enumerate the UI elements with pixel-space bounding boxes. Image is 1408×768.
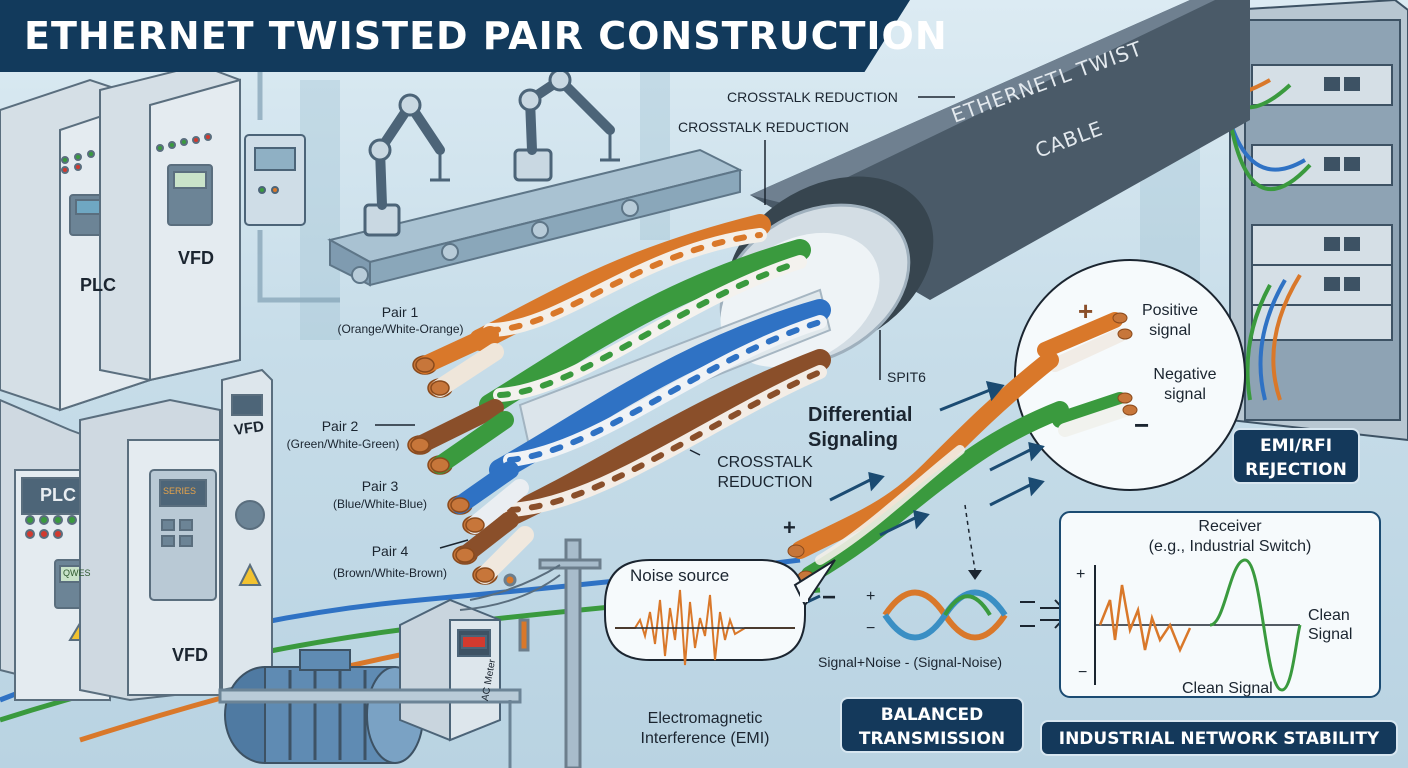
balanced-transmission-badge: BALANCED TRANSMISSION — [840, 697, 1024, 753]
crosstalk-label-center-line2: REDUCTION — [717, 474, 813, 491]
cancellation-waves — [882, 589, 1008, 641]
pair-2-name: Pair 2 — [321, 418, 359, 434]
pair-2-colors: (Green/White-Green) — [286, 437, 400, 451]
vfd-cabinet-side — [221, 368, 273, 692]
emi-label-line1: Electromagnetic — [647, 710, 763, 727]
pair-3-wires — [489, 299, 831, 481]
pair-1-wires — [469, 214, 771, 351]
pair-4-wires — [489, 349, 831, 531]
negative-signal-line2: signal — [1164, 386, 1206, 403]
industrial-network-stability-badge: INDUSTRIAL NETWORK STABILITY — [1040, 720, 1398, 756]
vfd-cabinet-bottom — [79, 398, 221, 702]
negative-signal-line1: Negative — [1153, 366, 1217, 383]
crosstalk-label-top: CROSSTALK REDUCTION — [727, 89, 898, 105]
pair-4-colors: (Brown/White-Brown) — [332, 566, 448, 580]
spit6-label: SPIT6 — [887, 369, 926, 385]
differential-signaling-line1: Differential — [808, 404, 913, 426]
utility-pole — [459, 538, 602, 768]
page-title: ETHERNET TWISTED PAIR CONSTRUCTION — [24, 14, 948, 58]
zoom-plus-sign: + — [1078, 296, 1094, 326]
receiver-minus-sign: − — [1078, 664, 1088, 681]
receiver-title-line2: (e.g., Industrial Switch) — [1148, 538, 1312, 555]
noise-waveform — [615, 589, 795, 666]
robot-arm-right — [513, 68, 620, 182]
ac-meter-box — [399, 598, 501, 742]
received-noisy-signal — [1098, 584, 1192, 654]
balanced-line1: BALANCED — [880, 705, 984, 725]
clean-signal-wave — [1209, 558, 1302, 692]
emi-label-line2: Interference (EMI) — [640, 730, 770, 747]
clean-signal-side-line1: Clean — [1308, 607, 1350, 624]
robot-arm-left — [363, 93, 450, 237]
balanced-line2: TRANSMISSION — [858, 729, 1006, 749]
emi-rfi-line2: REJECTION — [1245, 460, 1347, 480]
clean-signal-bottom: Clean Signal — [1182, 680, 1273, 697]
plc-top-label: PLC — [80, 275, 116, 295]
pair-minus-sign: − — [822, 584, 837, 611]
receiver-panel — [1059, 511, 1381, 698]
pair-3-name: Pair 3 — [361, 478, 399, 494]
vfd-top-label: VFD — [178, 248, 214, 268]
receiver-plus-sign: + — [1076, 566, 1086, 583]
emi-rfi-line1: EMI/RFI — [1259, 436, 1333, 456]
clean-signal-side-line2: Signal — [1308, 626, 1353, 643]
emi-rfi-rejection-badge: EMI/RFI REJECTION — [1232, 428, 1360, 484]
title-banner — [0, 0, 910, 72]
positive-signal-line2: signal — [1149, 322, 1191, 339]
crosstalk-label-center-line1: CROSSTALK — [717, 454, 813, 471]
wall-panel — [244, 134, 306, 226]
pair-3-colors: (Blue/White-Blue) — [332, 497, 428, 511]
vfd-cabinet-top — [99, 63, 241, 382]
plc-bottom-label: PLC — [40, 485, 76, 505]
wave-plus-sign: + — [866, 588, 876, 605]
positive-signal-line1: Positive — [1141, 302, 1199, 319]
pair-4-name: Pair 4 — [371, 543, 409, 559]
differential-pair — [791, 351, 1069, 584]
pair-1-colors: (Orange/White-Orange) — [337, 322, 464, 336]
noise-source-label: Noise source — [630, 566, 730, 585]
pair-1-name: Pair 1 — [381, 304, 419, 320]
noise-bubble — [604, 559, 806, 661]
pair-plus-sign: + — [783, 515, 796, 540]
plc-display-text: QWES — [63, 568, 91, 578]
receiver-title-line1: Receiver — [1198, 518, 1262, 535]
zoom-minus-sign: − — [1134, 410, 1150, 440]
differential-signaling-line2: Signaling — [808, 429, 898, 451]
cancellation-formula: Signal+Noise - (Signal-Noise) — [818, 654, 1003, 670]
vfd-display-text: SERIES — [163, 486, 197, 496]
wave-minus-sign: − — [866, 620, 876, 637]
vfd-bottom-label: VFD — [172, 645, 208, 665]
pair-2-wires — [479, 239, 811, 416]
crosstalk-label-mid: CROSSTALK REDUCTION — [678, 119, 849, 135]
server-rack — [1229, 0, 1408, 442]
conveyor-belt — [327, 148, 743, 287]
